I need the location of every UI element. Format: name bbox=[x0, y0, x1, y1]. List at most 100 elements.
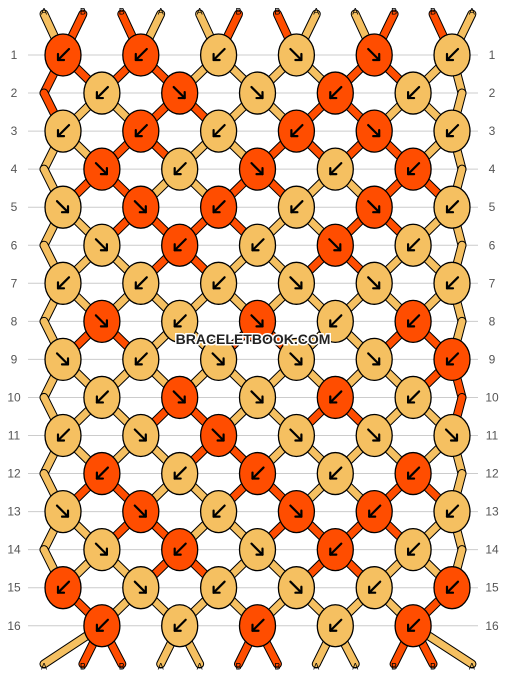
knot bbox=[394, 299, 432, 344]
row-number-left: 5 bbox=[11, 200, 18, 214]
arrow-down-right-icon bbox=[328, 238, 342, 252]
knot bbox=[394, 451, 432, 496]
top-strand-label: B bbox=[391, 6, 397, 16]
knot-grid bbox=[44, 33, 471, 648]
bottom-strand-label: B bbox=[119, 661, 125, 671]
top-strand-label: B bbox=[119, 6, 125, 16]
arrow-down-right-icon bbox=[289, 504, 303, 518]
top-strand-label: B bbox=[274, 6, 280, 16]
arrow-down-left-icon bbox=[56, 580, 71, 594]
row-number-left: 7 bbox=[11, 276, 18, 290]
knot bbox=[161, 299, 199, 344]
row-number-right: 2 bbox=[489, 86, 496, 100]
top-strand-label: B bbox=[80, 6, 86, 16]
top-strand-label: A bbox=[313, 6, 319, 16]
knot bbox=[433, 261, 471, 305]
arrow-down-left-icon bbox=[407, 390, 421, 404]
knot bbox=[355, 413, 393, 458]
arrow-down-right-icon bbox=[55, 504, 70, 518]
knot bbox=[44, 489, 82, 534]
knot bbox=[277, 185, 316, 229]
arrow-down-right-icon bbox=[289, 580, 303, 594]
bottom-strand-label: A bbox=[469, 661, 475, 671]
knot bbox=[199, 185, 238, 229]
knot bbox=[277, 337, 316, 382]
row-number-right: 1 bbox=[489, 48, 496, 62]
arrow-down-right-icon bbox=[94, 542, 109, 556]
knot bbox=[83, 528, 121, 572]
row-number-right: 4 bbox=[489, 162, 496, 176]
arrow-down-left-icon bbox=[407, 618, 421, 632]
knot bbox=[161, 528, 199, 572]
knot bbox=[238, 451, 277, 496]
knot bbox=[83, 375, 121, 420]
arrow-down-left-icon bbox=[212, 504, 226, 518]
arrow-down-left-icon bbox=[134, 124, 148, 138]
arrow-down-right-icon bbox=[250, 314, 264, 328]
knot bbox=[83, 299, 121, 344]
arrow-down-right-icon bbox=[172, 85, 186, 100]
knot bbox=[316, 223, 354, 267]
arrow-down-left-icon bbox=[212, 200, 226, 214]
arrow-down-left-icon bbox=[56, 428, 71, 442]
row-number-left: 15 bbox=[7, 581, 21, 595]
watermark: BRACELETBOOK.COM bbox=[176, 331, 331, 347]
knot bbox=[238, 71, 277, 115]
top-strand-label: A bbox=[197, 6, 203, 16]
arrow-down-left-icon bbox=[407, 85, 421, 100]
row-number-right: 3 bbox=[489, 124, 496, 138]
row-number-left: 2 bbox=[11, 86, 18, 100]
knot bbox=[122, 413, 160, 458]
row-number-left: 11 bbox=[8, 429, 21, 443]
row-number-right: 9 bbox=[489, 352, 496, 366]
arrow-down-right-icon bbox=[172, 390, 186, 404]
arrow-down-right-icon bbox=[55, 200, 70, 214]
knot bbox=[238, 147, 277, 191]
knot bbox=[238, 604, 277, 648]
knot bbox=[122, 33, 160, 77]
bottom-strand-label: B bbox=[235, 661, 241, 671]
arrow-down-left-icon bbox=[329, 85, 343, 100]
arrow-down-right-icon bbox=[211, 428, 225, 442]
top-strand-label: A bbox=[469, 6, 475, 16]
row-number-left: 16 bbox=[7, 619, 21, 633]
knot bbox=[83, 604, 121, 648]
row-number-right: 5 bbox=[489, 200, 496, 214]
knot bbox=[161, 147, 199, 191]
arrow-down-left-icon bbox=[329, 390, 343, 404]
arrow-down-left-icon bbox=[445, 580, 460, 594]
arrow-down-right-icon bbox=[94, 314, 109, 328]
arrow-down-right-icon bbox=[55, 352, 70, 366]
arrow-down-left-icon bbox=[445, 276, 460, 290]
arrow-down-right-icon bbox=[133, 504, 147, 518]
row-number-left: 12 bbox=[7, 467, 21, 481]
knot bbox=[199, 33, 238, 77]
knot bbox=[238, 528, 277, 572]
arrow-down-right-icon bbox=[250, 162, 264, 176]
knot bbox=[44, 566, 82, 610]
arrow-down-left-icon bbox=[407, 542, 421, 556]
knot bbox=[199, 109, 238, 153]
arrow-down-right-icon bbox=[250, 85, 264, 100]
knot bbox=[161, 604, 199, 648]
knot bbox=[433, 566, 471, 610]
knot bbox=[44, 109, 82, 153]
knot bbox=[433, 185, 471, 229]
arrow-down-left-icon bbox=[445, 352, 460, 366]
arrow-down-left-icon bbox=[212, 47, 226, 62]
knot bbox=[394, 223, 432, 267]
arrow-down-left-icon bbox=[251, 618, 265, 632]
arrow-down-left-icon bbox=[407, 314, 421, 328]
arrow-down-left-icon bbox=[56, 124, 71, 138]
bottom-strand-label: B bbox=[80, 661, 86, 671]
row-number-left: 3 bbox=[11, 124, 18, 138]
knot bbox=[316, 604, 354, 648]
knot bbox=[161, 451, 199, 496]
arrow-down-right-icon bbox=[94, 162, 109, 176]
knot bbox=[122, 261, 160, 305]
knot bbox=[199, 566, 238, 610]
arrow-down-left-icon bbox=[368, 504, 382, 518]
row-number-right: 15 bbox=[485, 581, 499, 595]
arrow-down-left-icon bbox=[212, 276, 226, 290]
knot bbox=[277, 33, 316, 77]
